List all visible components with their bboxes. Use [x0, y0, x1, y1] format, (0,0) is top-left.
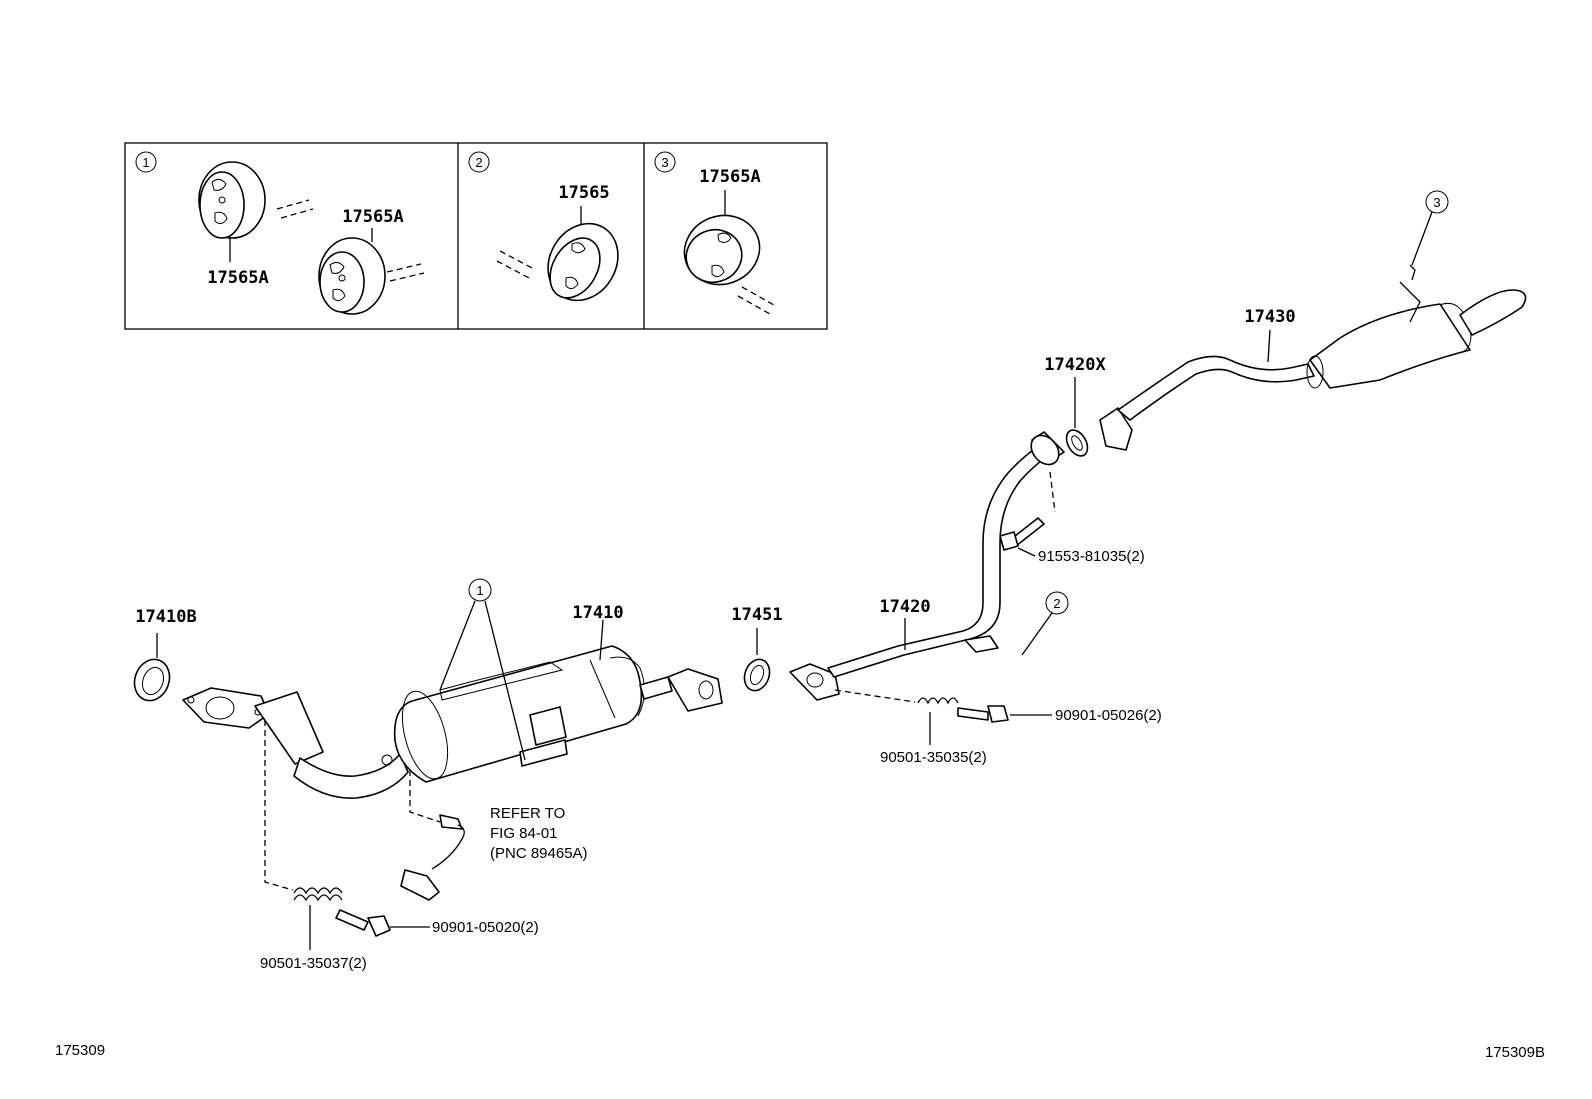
part-label-17565: 17565 — [558, 183, 609, 203]
inset-panel-1: 1 17565A 17565A — [135, 151, 425, 315]
tail-muffler-17430: 17430 — [1099, 281, 1527, 451]
rubber-hanger-icon — [547, 222, 619, 302]
center-pipe-17420: 17420 — [789, 431, 1065, 701]
front-pipe-converter-17410: 17410 — [182, 603, 723, 799]
part-label-17420X: 17420X — [1044, 355, 1106, 375]
callout-1: 1 — [439, 578, 526, 761]
rubber-hanger-icon — [198, 161, 266, 239]
part-label-90901-05026: 90901-05026(2) — [1055, 707, 1162, 724]
part-label-17420: 17420 — [879, 597, 930, 617]
oxygen-sensor: REFER TO FIG 84-01 (PNC 89465A) — [400, 770, 588, 901]
callout-2-number: 2 — [1053, 596, 1060, 611]
part-label-91553-81035: 91553-81035(2) — [1038, 548, 1145, 565]
callout-3-number: 3 — [1433, 195, 1440, 210]
part-label-17410: 17410 — [572, 603, 623, 623]
part-label-90501-35037: 90501-35037(2) — [260, 955, 367, 972]
inset-panel-3: 3 17565A — [654, 151, 775, 315]
front-bolt-spring: 90901-05020(2) 90501-35037(2) — [260, 720, 539, 972]
inset-callout-3: 3 — [661, 155, 668, 170]
inset-callout-1: 1 — [142, 155, 149, 170]
gasket-17451: 17451 — [731, 605, 783, 692]
callout-3: 3 — [1409, 190, 1449, 281]
rubber-hanger-icon — [683, 214, 761, 286]
hanger-inset: 1 17565A 17565A — [124, 142, 828, 330]
gasket-17420X: 17420X — [1044, 355, 1106, 457]
front-gasket-17410B: 17410B — [133, 607, 197, 702]
refer-line-1: REFER TO — [490, 805, 565, 822]
refer-line-2: FIG 84-01 — [490, 825, 558, 842]
rubber-hanger-icon — [318, 237, 386, 315]
center-bolt-spring: 90901-05026(2) 90501-35035(2) — [834, 689, 1162, 766]
part-label-17451: 17451 — [731, 605, 782, 625]
refer-line-3: (PNC 89465A) — [490, 845, 588, 862]
upper-bolt-91553: 91553-81035(2) — [999, 471, 1145, 565]
diagram-id-left: 175309 — [55, 1042, 105, 1059]
callout-1-number: 1 — [476, 583, 483, 598]
part-label-17565A-panel3: 17565A — [699, 167, 760, 187]
part-label-17430: 17430 — [1244, 307, 1295, 327]
part-label-90501-35035: 90501-35035(2) — [880, 749, 987, 766]
callout-2: 2 — [1021, 591, 1069, 656]
part-label-90901-05020: 90901-05020(2) — [432, 919, 539, 936]
inset-panel-2: 2 17565 — [468, 151, 619, 302]
part-label-17565A-left: 17565A — [207, 268, 268, 288]
part-label-17410B: 17410B — [135, 607, 196, 627]
part-label-17565A-right: 17565A — [342, 207, 403, 227]
inset-callout-2: 2 — [475, 155, 482, 170]
diagram-id-right: 175309B — [1485, 1044, 1545, 1061]
